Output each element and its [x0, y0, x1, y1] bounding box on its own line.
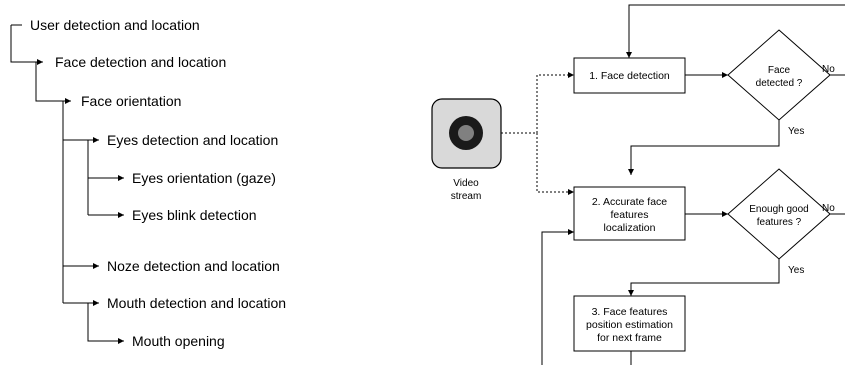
tree-connector-face-orientation [35, 62, 71, 104]
tree-item-eyes-orientation: Eyes orientation (gaze) [132, 170, 276, 186]
step1-box [573, 57, 686, 94]
step2-box [573, 186, 686, 241]
step1-face-detection: 1. Face detection [573, 57, 686, 94]
step3-label-line1: 3. Face features [592, 306, 668, 318]
tree-connector-root [10, 25, 43, 65]
decision1-no-label: No [822, 64, 835, 75]
tree-item-face-orientation: Face orientation [81, 93, 181, 109]
step1-label: 1. Face detection [589, 70, 670, 82]
decision2-diamond [727, 168, 831, 260]
step2-label-line3: localization [604, 222, 656, 234]
decision1-yes-to-step2 [628, 120, 780, 175]
step2-label-line1: 2. Accurate face [592, 196, 667, 208]
decision2-yes-label: Yes [788, 265, 804, 276]
step3-box [573, 295, 686, 352]
decision1-yes-label: Yes [788, 126, 804, 137]
step3-position-estimation: 3. Face features position estimation for… [573, 295, 686, 352]
decision2-no-label: No [822, 203, 835, 214]
tree-item-mouth-detection: Mouth detection and location [107, 295, 286, 311]
hierarchy-tree [10, 24, 124, 344]
tree-item-user-detection: User detection and location [30, 17, 200, 33]
feed-to-step1 [501, 72, 574, 134]
feed-to-step2 [536, 133, 574, 195]
decision2-yes-to-step3 [628, 259, 780, 296]
decision2-enough-features: Enough good features ? No Yes [727, 168, 835, 276]
camera-lens-inner [458, 125, 474, 141]
video-stream-source: Video stream [431, 98, 502, 202]
step2-accurate-localization: 2. Accurate face features localization [573, 186, 686, 241]
tree-item-eyes-blink: Eyes blink detection [132, 207, 257, 223]
loop-back-to-step1 [626, 4, 845, 58]
video-stream-label-line2: stream [451, 191, 482, 202]
tree-labels: User detection and location Face detecti… [30, 17, 286, 349]
tree-item-mouth-opening: Mouth opening [132, 333, 225, 349]
flow-lines [541, 4, 845, 365]
step3-label-line2: position estimation [586, 319, 673, 331]
decision1-label-line1: Face [768, 65, 791, 76]
step3-label-line3: for next frame [597, 332, 662, 344]
tree-item-face-detection: Face detection and location [55, 54, 226, 70]
tree-item-eyes-detection: Eyes detection and location [107, 132, 278, 148]
feedback-to-step2 [541, 229, 574, 365]
decision1-label-line2: detected ? [756, 78, 803, 89]
step2-label-line2: features [611, 209, 649, 221]
tree-item-noze-detection: Noze detection and location [107, 258, 280, 274]
decision2-label-line2: features ? [757, 217, 802, 228]
decision2-label-line1: Enough good [749, 204, 809, 215]
video-stream-label-line1: Video [453, 178, 479, 189]
decision1-face-detected: Face detected ? No Yes [727, 29, 835, 137]
video-feed-connectors [501, 72, 574, 195]
decision1-diamond [727, 29, 831, 121]
tree-connector-mouth-opening [87, 303, 124, 344]
